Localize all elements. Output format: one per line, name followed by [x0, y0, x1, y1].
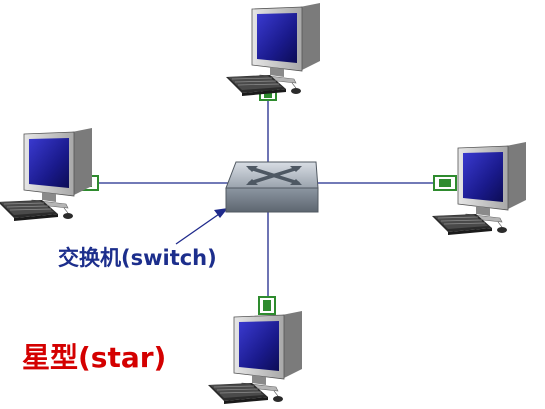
- switch-label: 交换机(switch): [58, 246, 217, 270]
- switch-pointer-arrow: [175, 208, 228, 245]
- computer-top: [225, 3, 321, 97]
- network-links: [98, 100, 434, 297]
- computer-left: [0, 128, 93, 222]
- computer-bottom: [207, 311, 303, 405]
- network-switch-icon: [225, 161, 319, 213]
- topology-label: 星型(star): [22, 341, 167, 374]
